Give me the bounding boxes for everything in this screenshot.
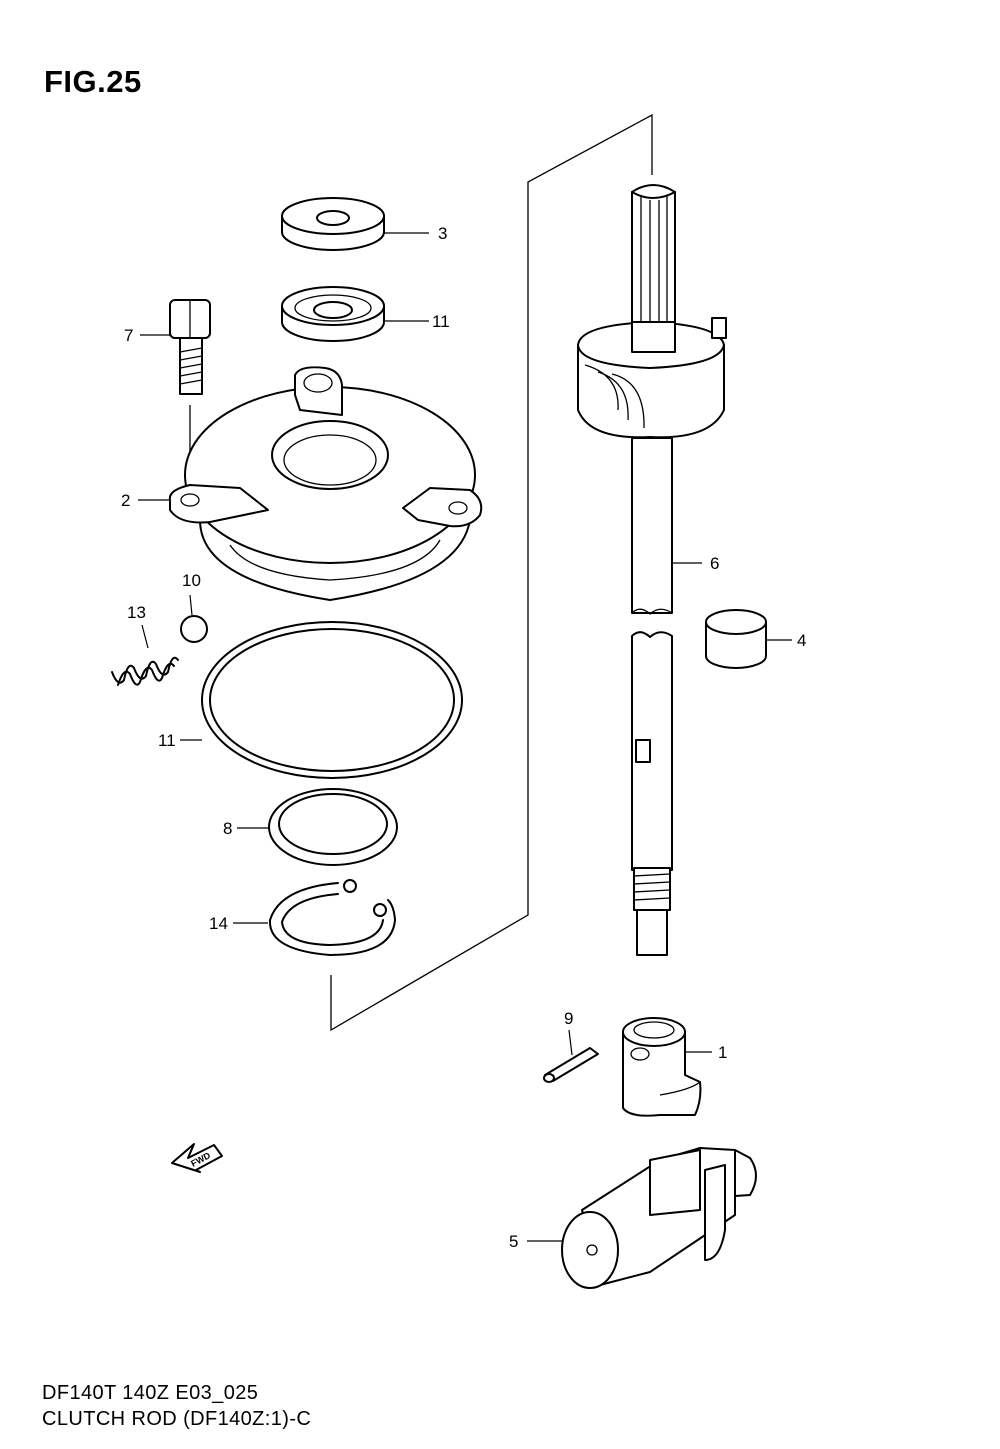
part-2-housing [168,366,483,601]
callout-5: 5 [509,1232,519,1251]
footer-model-code: DF140T 140Z E03_025 [42,1382,259,1404]
callout-8: 8 [223,819,233,838]
callout-13: 13 [127,603,146,622]
callout-6: 6 [710,554,720,573]
callout-12: 11 [432,312,450,331]
callout-1: 1 [718,1043,728,1062]
part-10-ball [180,615,208,643]
footer-section-title: CLUTCH ROD (DF140Z:1)-C [42,1408,312,1430]
part-6-clutch-rod [577,184,727,956]
callout-2: 2 [121,491,131,510]
part-12-oil-seal [281,286,385,342]
callout-14: 14 [209,914,228,933]
part-11-o-ring [201,621,463,779]
leader-lines [138,232,792,1242]
callout-10: 10 [182,571,201,590]
part-7-bolt [169,299,211,480]
callout-9: 9 [564,1009,574,1028]
part-1-lever [622,1017,702,1117]
callout-11: 11 [158,731,176,750]
part-4-bushing [705,609,767,669]
part-8-ring [268,788,398,866]
callout-7: 7 [124,326,134,345]
part-13-spring [111,656,179,686]
callout-3: 3 [438,224,448,243]
fwd-arrow-icon [171,1143,223,1173]
part-14-circlip [268,879,396,956]
part-5-shifter [561,1147,757,1289]
assembly-bracket-line [330,113,653,1032]
callout-4: 4 [797,631,807,650]
part-9-pin [543,1047,599,1083]
part-3-washer [281,197,385,251]
figure-title: FIG.25 [44,64,142,99]
